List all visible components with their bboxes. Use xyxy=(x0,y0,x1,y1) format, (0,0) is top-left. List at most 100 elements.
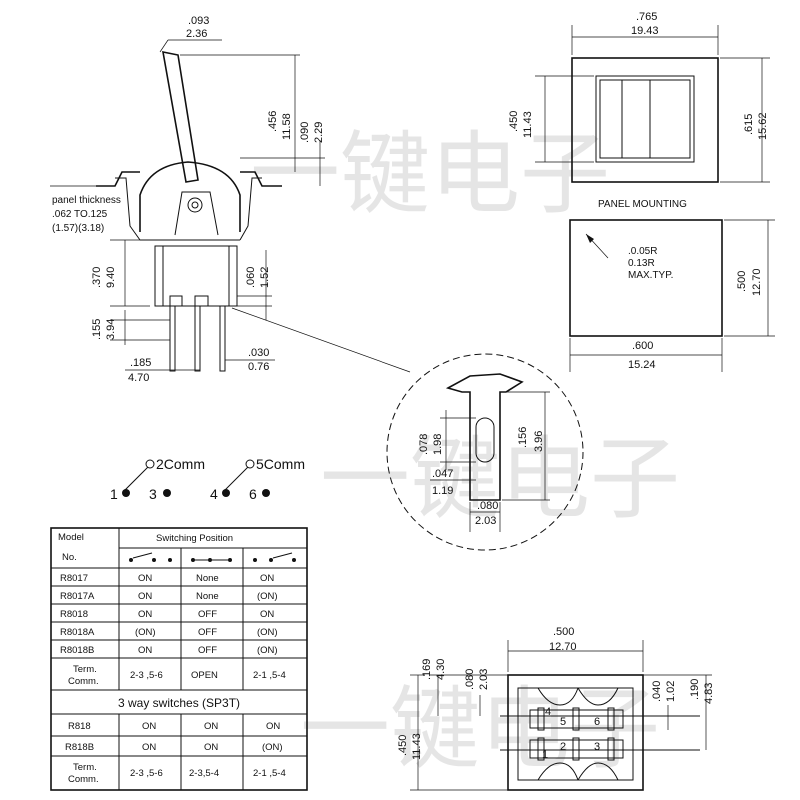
lower-body-inner xyxy=(162,245,230,307)
term-a-label-2: Comm. xyxy=(68,676,99,687)
terminal-schematic: 2Comm 5Comm 1 3 4 6 xyxy=(110,456,305,502)
dim-panel-w-mm: 15.24 xyxy=(628,359,656,371)
panel-mounting: PANEL MOUNTING .0.05R 0.13R MAX.TYP. .50… xyxy=(569,199,775,372)
bottom-pin-1: 1 xyxy=(542,749,548,761)
comm-label-left: 2Comm xyxy=(156,456,205,472)
dim-lever-tip-in: .093 xyxy=(188,15,209,27)
panel-thickness-mm: (1.57)(3.18) xyxy=(52,223,104,234)
position-dot xyxy=(168,558,172,562)
dim-total-in: .156 xyxy=(517,427,529,448)
row-a5-c1: ON xyxy=(138,645,152,656)
dim-right-a-mm: 1.02 xyxy=(665,681,677,702)
terminal-row-bot xyxy=(529,739,624,759)
dim-width-in: .080 xyxy=(477,500,498,512)
row-a2-model: R8017A xyxy=(60,591,95,602)
dim-panel-h-in: .500 xyxy=(736,271,748,292)
switch-arm-right xyxy=(224,466,249,491)
row-a4-c3: (ON) xyxy=(257,627,278,638)
dim-slot-in: .078 xyxy=(418,434,430,455)
panel-mounting-title: PANEL MOUNTING xyxy=(598,199,687,210)
comm-label-right: 5Comm xyxy=(256,456,305,472)
dim-lever-h-mm: 11.58 xyxy=(281,113,293,140)
dim-panel-w-in: .600 xyxy=(632,340,653,352)
watermark-3: 一键电子 xyxy=(300,677,660,782)
bottom-pin-2: 2 xyxy=(560,741,566,753)
dim-lever-tip-mm: 2.36 xyxy=(186,28,207,40)
switching-table: Model No. Switching Position R8017 ON No… xyxy=(50,527,308,791)
dim-panel-h-mm: 12.70 xyxy=(751,268,763,296)
dim-offset-in: .080 xyxy=(464,669,476,690)
lower-body xyxy=(154,245,238,307)
row-a1-model: R8017 xyxy=(60,573,88,584)
dim-lever-h-in: .456 xyxy=(267,111,279,132)
row-a3-c1: ON xyxy=(138,609,152,620)
dim-slot-mm: 1.98 xyxy=(432,434,444,455)
bottom-pin-3: 3 xyxy=(594,741,600,753)
terminal-pin xyxy=(572,707,580,731)
front-outer xyxy=(571,57,719,183)
rocker-face xyxy=(599,79,691,159)
dim-front-ih-in: .450 xyxy=(508,111,520,132)
row-b1-c3: ON xyxy=(266,721,280,732)
pivot-bracket xyxy=(174,191,219,236)
toggle-side-view: .093 2.36 .456 11.58 .090 2.29 panel thi… xyxy=(50,15,411,384)
bottom-outer xyxy=(507,674,644,791)
lever-shape xyxy=(162,50,199,183)
panel-radius-2: 0.13R xyxy=(628,258,655,269)
row-a3-c2: OFF xyxy=(198,609,217,620)
panel-radius-1: .0.05R xyxy=(628,246,657,257)
terminal-mid xyxy=(194,305,201,372)
term-a-c3: 2-1 ,5-4 xyxy=(253,670,286,681)
row-b1-model: R818 xyxy=(68,721,91,732)
flange-left xyxy=(96,171,140,187)
comm-node-5 xyxy=(245,459,255,469)
row-a5-c3: (ON) xyxy=(257,645,278,656)
panel-thickness-in: .062 TO.125 xyxy=(52,209,108,220)
dim-term-thk-mm: 0.76 xyxy=(248,361,269,373)
dim-term-len-mm: 3.94 xyxy=(105,319,117,340)
dim-bottom-w-mm: 12.70 xyxy=(549,641,577,653)
detail-circle xyxy=(386,353,584,551)
terminal-detail: .078 1.98 .156 3.96 .047 1.19 .080 2.03 xyxy=(386,353,584,551)
terminal-pin xyxy=(537,707,545,731)
terminal-right xyxy=(219,305,226,372)
table-border xyxy=(50,527,308,791)
row-b2-c2: ON xyxy=(204,742,218,753)
dim-small-in: .047 xyxy=(432,468,453,480)
dim-body-mm: 9.40 xyxy=(105,267,117,288)
dim-right-b-in: .190 xyxy=(689,679,701,700)
dim-collar-mm: 2.29 xyxy=(313,122,325,143)
term-b-label-2: Comm. xyxy=(68,774,99,785)
row-a1-c2: None xyxy=(196,573,219,584)
terminal-row-top xyxy=(529,709,624,729)
row-a4-c1: (ON) xyxy=(135,627,156,638)
dim-term-thk-in: .030 xyxy=(248,347,269,359)
dim-total-mm: 3.96 xyxy=(533,431,545,452)
row-a1-c1: ON xyxy=(138,573,152,584)
row-a3-c3: ON xyxy=(260,609,274,620)
row-a4-model: R8018A xyxy=(60,627,95,638)
dim-front-oh-in: .615 xyxy=(743,114,755,135)
pad-bot-left xyxy=(537,762,579,781)
bushing-dome xyxy=(139,161,241,232)
term-b-c1: 2-3 ,5-6 xyxy=(130,768,163,779)
dim-width-mm: 2.03 xyxy=(475,515,496,527)
position-dot xyxy=(253,558,257,562)
dim-term-len-in: .155 xyxy=(91,319,103,340)
bottom-pin-5: 5 xyxy=(560,716,566,728)
dim-right-a-in: .040 xyxy=(651,681,663,702)
terminal-left xyxy=(169,305,176,372)
table-header-no: No. xyxy=(62,552,77,563)
table-section-title: 3 way switches (SP3T) xyxy=(118,696,240,710)
position-dot xyxy=(269,558,273,562)
row-a5-c2: OFF xyxy=(198,645,217,656)
pad-bot-right xyxy=(577,762,619,781)
bottom-view: 4 5 6 1 2 3 .500 12.70 .169 4.30 .080 2.… xyxy=(397,626,715,791)
detail-leader xyxy=(231,307,411,373)
pad-top-left xyxy=(537,687,579,706)
row-b2-c1: ON xyxy=(142,742,156,753)
row-b2-model: R818B xyxy=(65,742,94,753)
panel-thickness-label: panel thickness xyxy=(52,195,121,206)
dim-pitch-in: .185 xyxy=(130,357,151,369)
position-dot xyxy=(208,558,212,562)
